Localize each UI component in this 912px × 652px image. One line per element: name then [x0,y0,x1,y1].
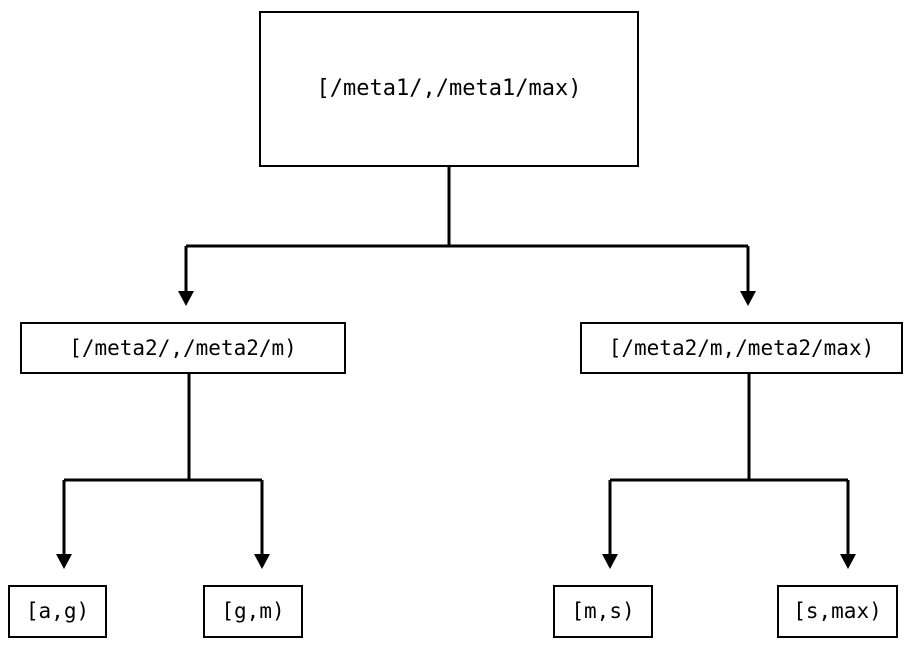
node-leaf-1-label: [g,m) [221,599,285,623]
node-root[interactable]: [/meta1/,/meta1/max) [259,11,639,167]
node-leaf-1[interactable]: [g,m) [203,585,303,638]
node-mid-right-label: [/meta2/m,/meta2/max) [608,335,875,360]
node-mid-left-label: [/meta2/,/meta2/m) [69,335,297,360]
arrowhead-to-mid-right [740,291,756,306]
arrowhead-to-leaf-2 [602,554,618,569]
node-leaf-3-label: [s,max) [793,599,882,623]
node-leaf-3[interactable]: [s,max) [777,585,898,638]
arrowhead-to-leaf-1 [254,554,270,569]
arrowhead-to-leaf-0 [56,554,72,569]
node-leaf-0-label: [a,g) [25,599,90,623]
arrowhead-to-mid-left [178,291,194,306]
node-leaf-2[interactable]: [m,s) [553,585,653,638]
node-leaf-0[interactable]: [a,g) [8,585,107,638]
node-mid-left[interactable]: [/meta2/,/meta2/m) [20,322,346,374]
node-leaf-2-label: [m,s) [571,599,635,623]
node-mid-right[interactable]: [/meta2/m,/meta2/max) [580,322,903,374]
node-root-label: [/meta1/,/meta1/max) [316,76,582,101]
arrowhead-to-leaf-3 [840,554,856,569]
